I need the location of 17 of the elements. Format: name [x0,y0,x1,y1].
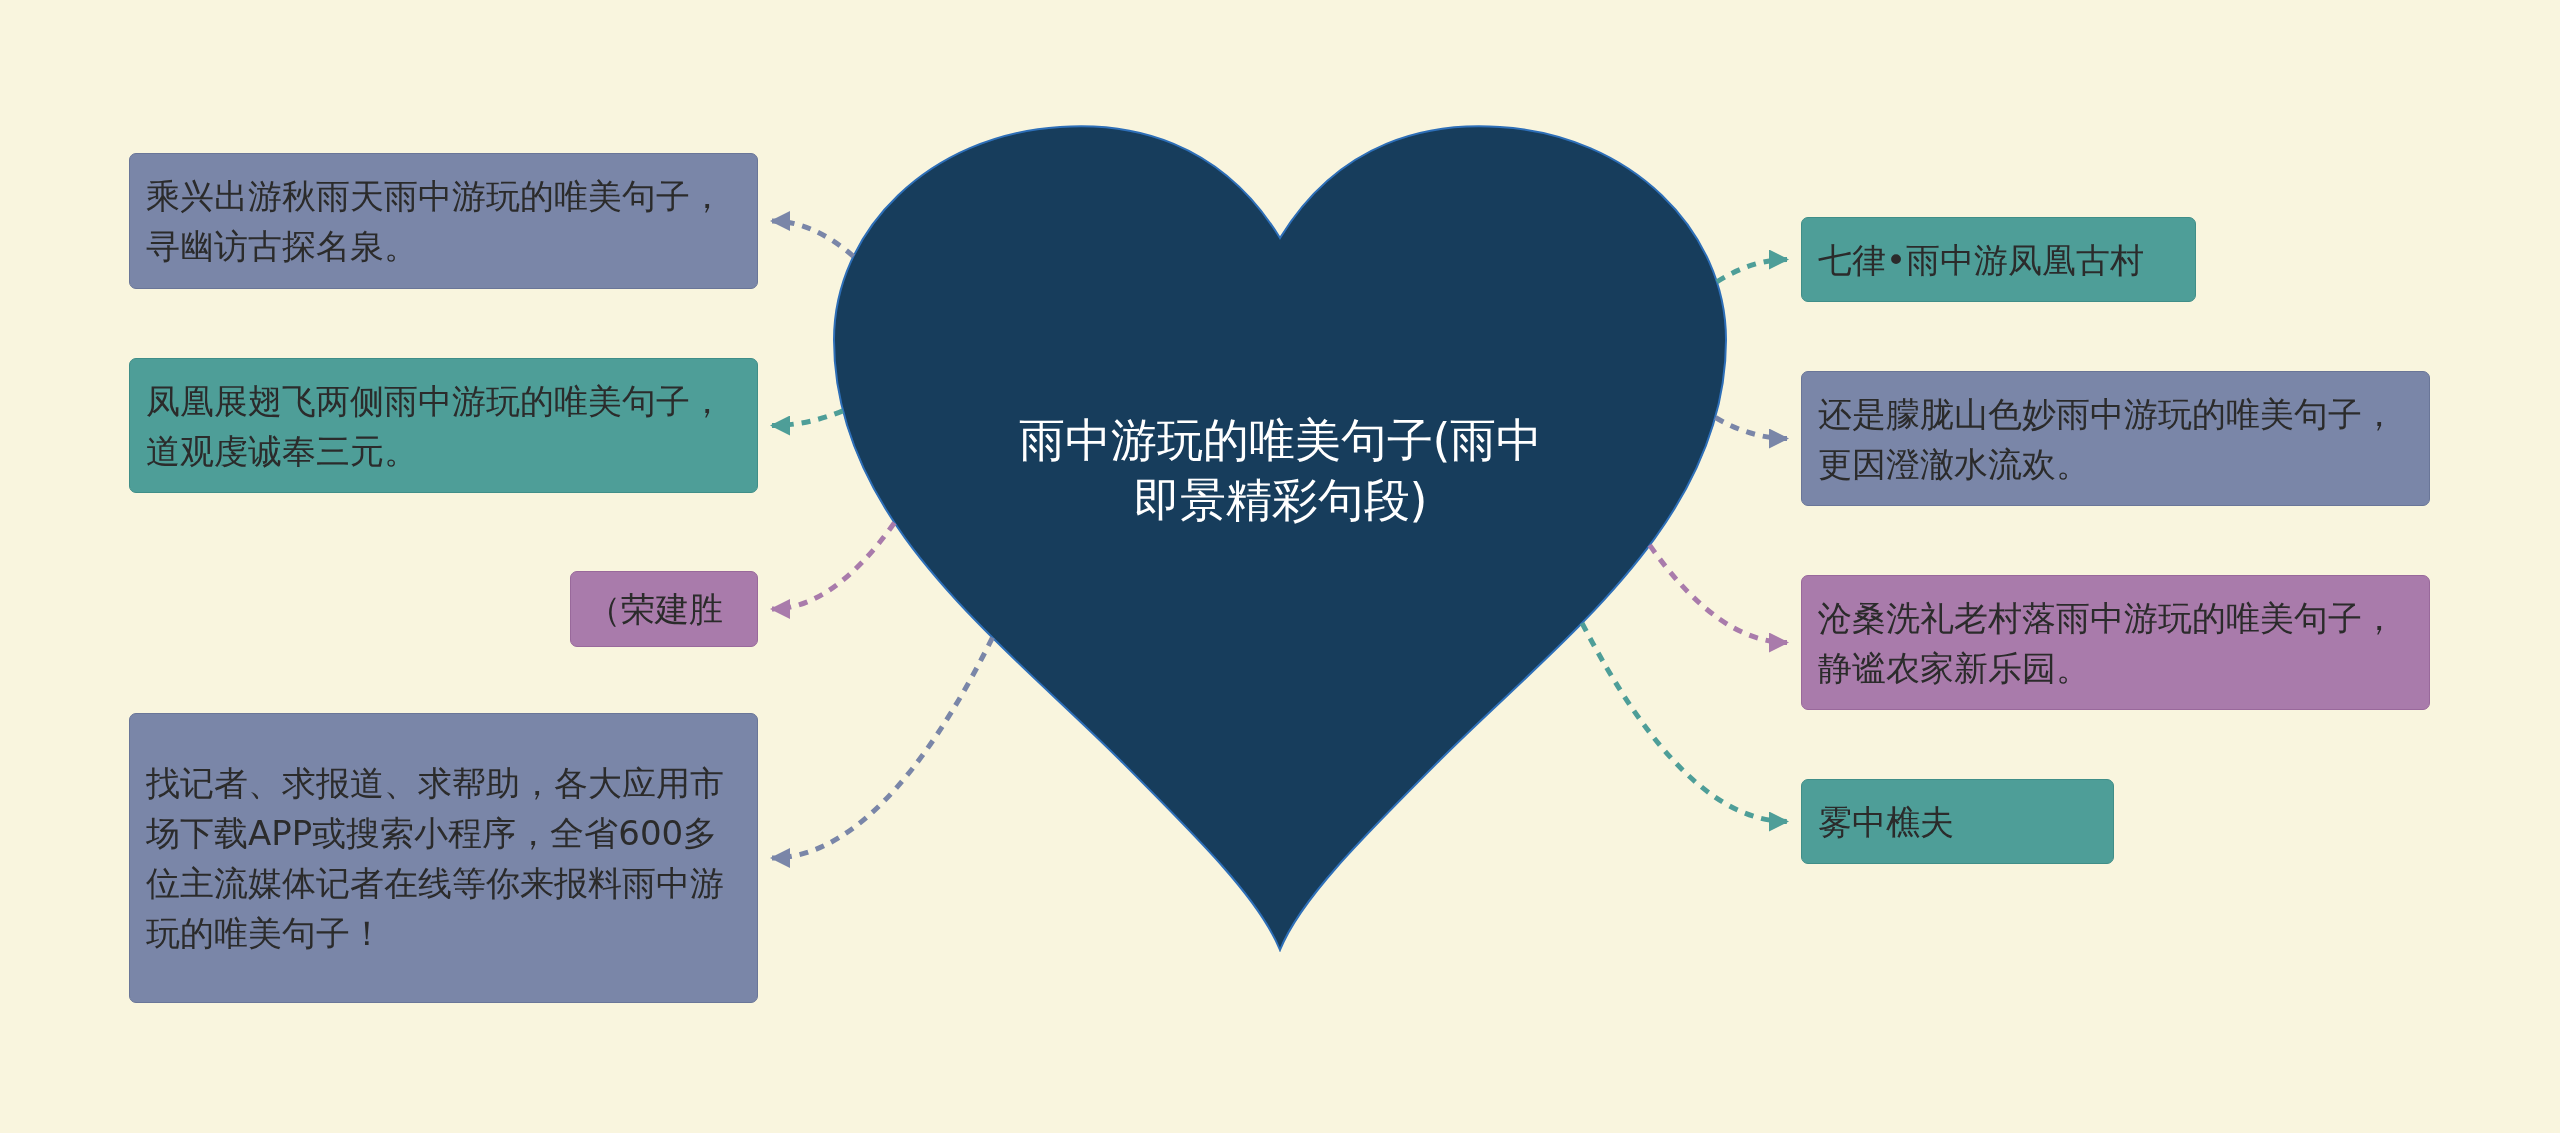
arrow [1579,621,1789,830]
arrow [1714,415,1789,449]
text-box: 沧桑洗礼老村落雨中游玩的唯美句子，静谧农家新乐园。 [1801,575,2430,710]
arrow [1715,250,1789,284]
text-box: （荣建胜 [570,571,758,647]
arrow [770,211,855,259]
text-box: 七律•雨中游凤凰古村 [1801,217,2196,302]
heart-title: 雨中游玩的唯美句子(雨中即景精彩句段) [1017,412,1544,529]
text-box: 乘兴出游秋雨天雨中游玩的唯美句子，寻幽访古探名泉。 [129,153,758,289]
arrow [770,408,844,436]
text-box: 还是朦胧山色妙雨中游玩的唯美句子，更因澄澈水流欢。 [1801,371,2430,506]
arrow [1647,543,1789,652]
arrow [770,636,995,867]
text-box: 找记者、求报道、求帮助，各大应用市场下载APP或搜索小程序，全省600多位主流媒体记者在线等你来报料雨中游玩的唯美句子！ [129,713,758,1003]
text-box: 凤凰展翅飞两侧雨中游玩的唯美句子，道观虔诚奉三元。 [129,358,758,493]
arrow [770,521,897,618]
text-box: 雾中樵夫 [1801,779,2114,864]
